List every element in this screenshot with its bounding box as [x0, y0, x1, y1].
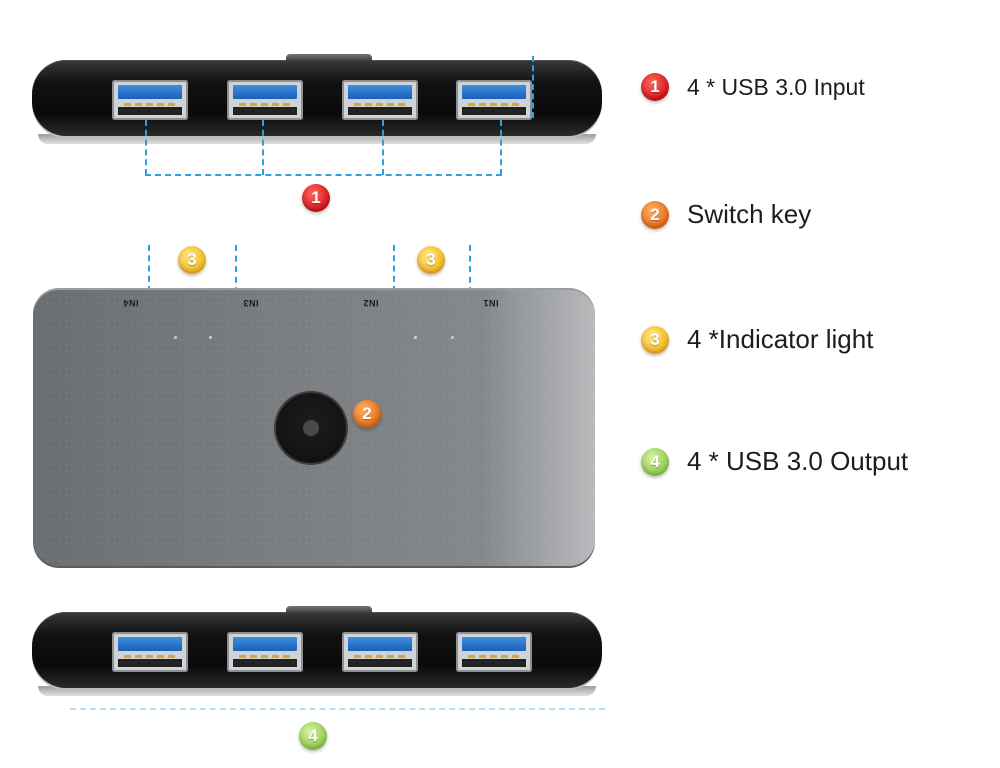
- legend-item-switch: 2 Switch key: [641, 199, 811, 230]
- callout-badge-input: 1: [302, 184, 330, 212]
- port-label: IN1: [483, 298, 499, 308]
- legend-badge: 1: [641, 73, 669, 101]
- usb-input-port: [342, 80, 418, 120]
- usb-output-port: [112, 632, 188, 672]
- indicator-guide-line: [469, 245, 471, 325]
- callout-badge-indicator: 3: [178, 246, 206, 274]
- input-guide-line: [532, 56, 534, 118]
- legend-item-indicator: 3 4 *Indicator light: [641, 324, 873, 355]
- legend-label: Switch key: [687, 199, 812, 229]
- usb-input-port: [456, 80, 532, 120]
- legend-badge: 3: [641, 325, 669, 354]
- output-side-view: [32, 606, 602, 696]
- legend-badge: 4: [641, 447, 669, 476]
- input-guide-line: [500, 120, 502, 175]
- device-top-view: IN4 IN3 IN2 IN1: [33, 288, 595, 568]
- callout-badge-output: 4: [299, 722, 327, 750]
- legend-label: 4 *Indicator light: [687, 324, 874, 354]
- input-guide-line: [262, 120, 264, 175]
- usb-output-port: [342, 632, 418, 672]
- input-guide-line: [145, 120, 147, 175]
- legend-badge: 2: [641, 200, 669, 229]
- legend-label: 4 * USB 3.0 Output: [687, 446, 909, 476]
- input-guide-line: [382, 120, 384, 175]
- indicator-light: [209, 336, 212, 339]
- usb-input-port: [112, 80, 188, 120]
- indicator-light: [451, 336, 454, 339]
- switch-key-button: [276, 393, 346, 463]
- callout-badge-switch: 2: [353, 400, 381, 428]
- port-label: IN2: [363, 298, 379, 308]
- legend-label: 4 * USB 3.0 Input: [687, 73, 865, 100]
- input-guide-line: [145, 174, 502, 176]
- indicator-light: [174, 336, 177, 339]
- legend-item-output: 4 4 * USB 3.0 Output: [641, 446, 908, 477]
- usb-output-port: [227, 632, 303, 672]
- switch-key-edge: [286, 606, 372, 614]
- input-side-view: [32, 54, 602, 144]
- indicator-guide-line: [235, 245, 237, 325]
- switch-key-edge: [286, 54, 372, 62]
- usb-output-port: [456, 632, 532, 672]
- indicator-light: [414, 336, 417, 339]
- port-label: IN3: [243, 298, 259, 308]
- legend-item-input: 1 4 * USB 3.0 Input: [641, 73, 865, 101]
- output-guide-line: [70, 708, 605, 710]
- callout-badge-indicator: 3: [417, 246, 445, 274]
- usb-input-port: [227, 80, 303, 120]
- port-label: IN4: [123, 298, 139, 308]
